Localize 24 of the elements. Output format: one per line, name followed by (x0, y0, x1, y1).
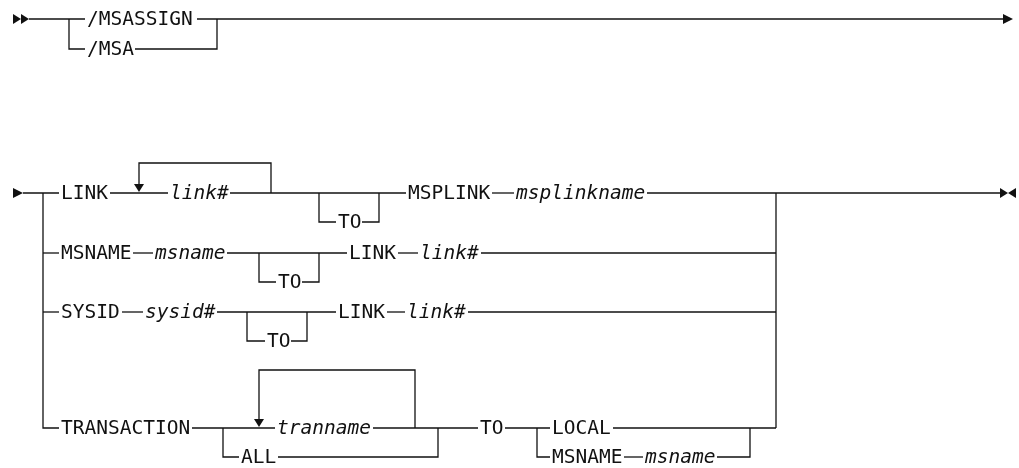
keyword-text: /MSASSIGN (87, 9, 193, 29)
keyword-text: SYSID (61, 302, 120, 322)
keyword-text: /MSA (87, 39, 134, 59)
variable-text: link# (420, 243, 479, 263)
keyword-text: TO (278, 272, 302, 292)
variable-text: sysid# (145, 302, 216, 322)
variable-text: link# (407, 302, 466, 322)
keyword-text: TO (267, 331, 291, 351)
variable-text: link# (170, 183, 229, 203)
keyword-text: MSNAME (61, 243, 132, 263)
variable-text: msname (645, 447, 716, 467)
keyword-text: LOCAL (552, 418, 611, 438)
keyword-text: MSNAME (552, 447, 623, 467)
keyword-text: ALL (241, 447, 277, 467)
keyword-text: LINK (61, 183, 108, 203)
keyword-text: TO (480, 418, 504, 438)
keyword-text: LINK (338, 302, 385, 322)
keyword-text: TRANSACTION (61, 418, 191, 438)
keyword-text: TO (338, 212, 362, 232)
keyword-text: LINK (349, 243, 396, 263)
variable-text: msname (155, 243, 226, 263)
variable-text: msplinkname (516, 183, 646, 203)
keyword-text: MSPLINK (408, 183, 491, 203)
variable-text: tranname (277, 418, 371, 438)
